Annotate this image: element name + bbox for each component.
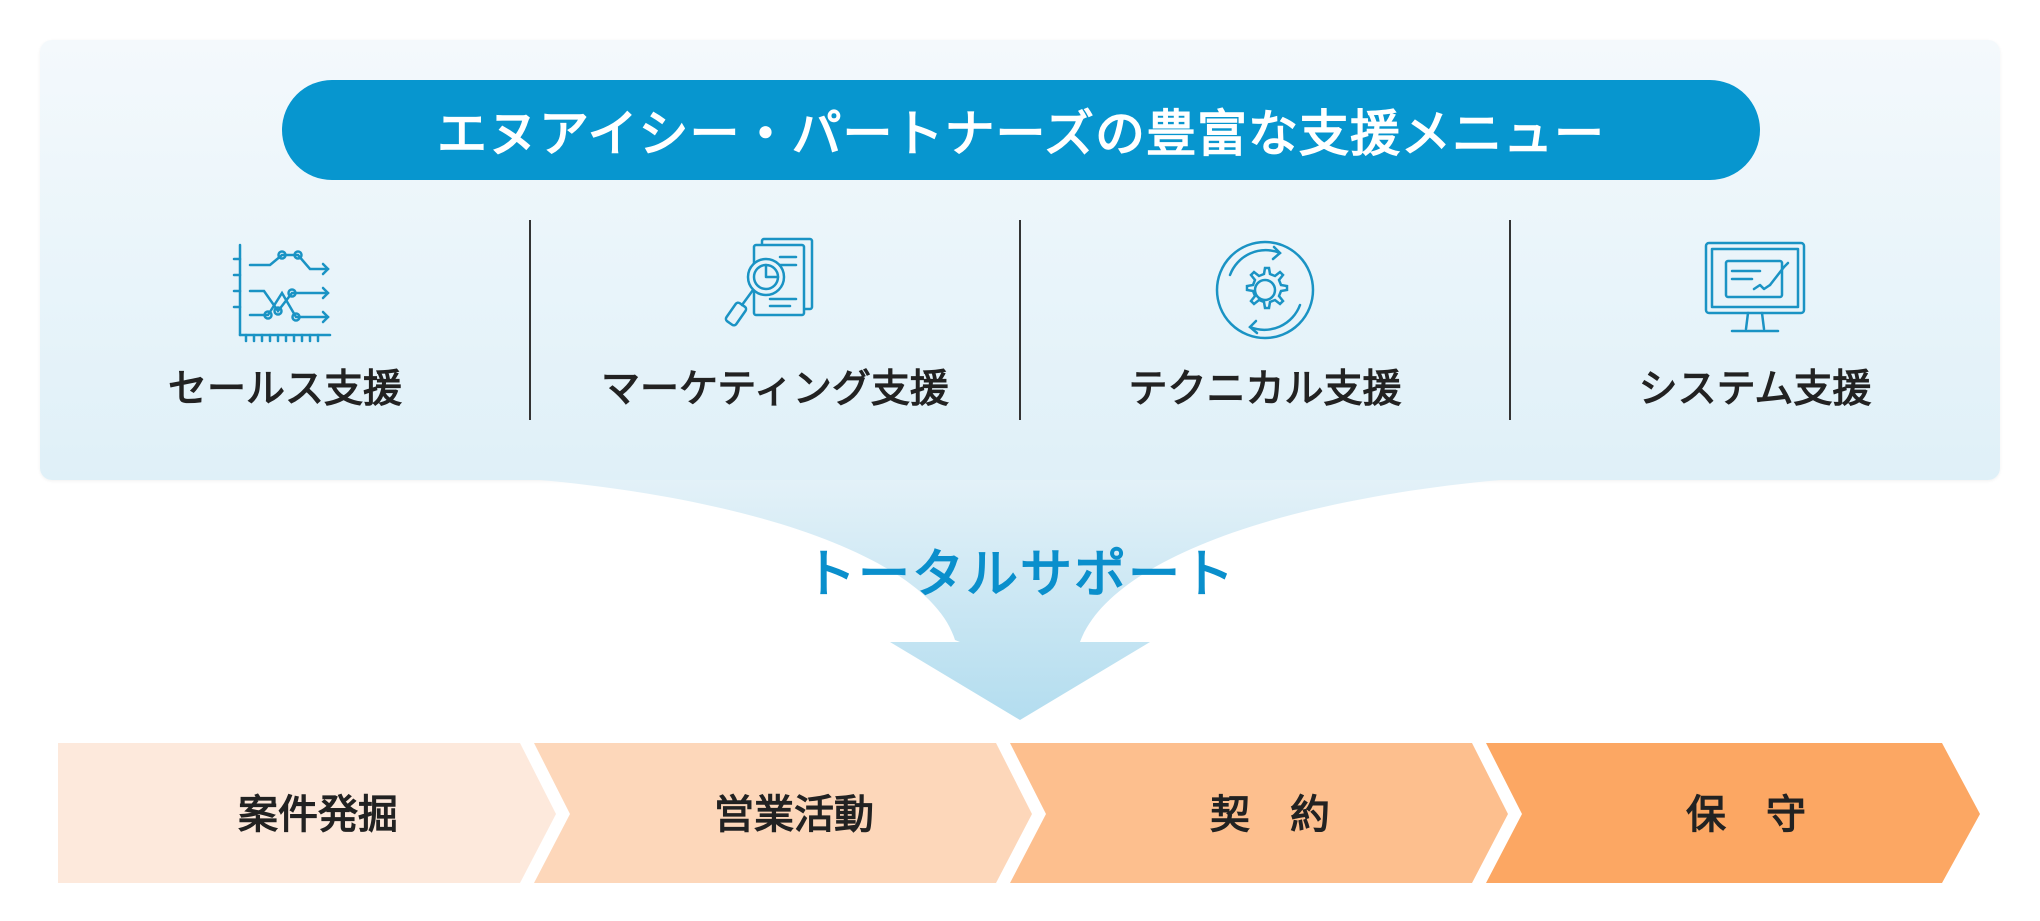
monitor-icon — [1700, 235, 1810, 345]
step-label-discovery: 案件発掘 — [238, 792, 398, 838]
menu-label-sales: セールス支援 — [167, 367, 402, 412]
document-search-icon — [720, 235, 830, 345]
step-chevron — [58, 743, 556, 883]
step-label-contract: 契 約 — [1210, 792, 1330, 838]
menu-label-technical: テクニカル支援 — [1128, 367, 1402, 412]
total-support-label: トータルサポート — [803, 545, 1236, 605]
step-label-sales: 営業活動 — [714, 792, 874, 838]
menu-divider — [529, 220, 531, 420]
menu-divider — [1509, 220, 1511, 420]
step-label-maintenance: 保 守 — [1686, 792, 1806, 838]
line-chart-icon — [230, 235, 340, 345]
menu-divider — [1019, 220, 1021, 420]
menu-label-marketing: マーケティング支援 — [601, 367, 949, 412]
page-title: エヌアイシー・パートナーズの豊富な支援メニュー — [282, 80, 1760, 180]
step-chevron — [1010, 743, 1508, 883]
step-chevron — [534, 743, 1032, 883]
gear-icon — [1210, 235, 1320, 345]
step-chevron — [1486, 743, 1980, 883]
menu-label-system: システム支援 — [1638, 367, 1872, 412]
